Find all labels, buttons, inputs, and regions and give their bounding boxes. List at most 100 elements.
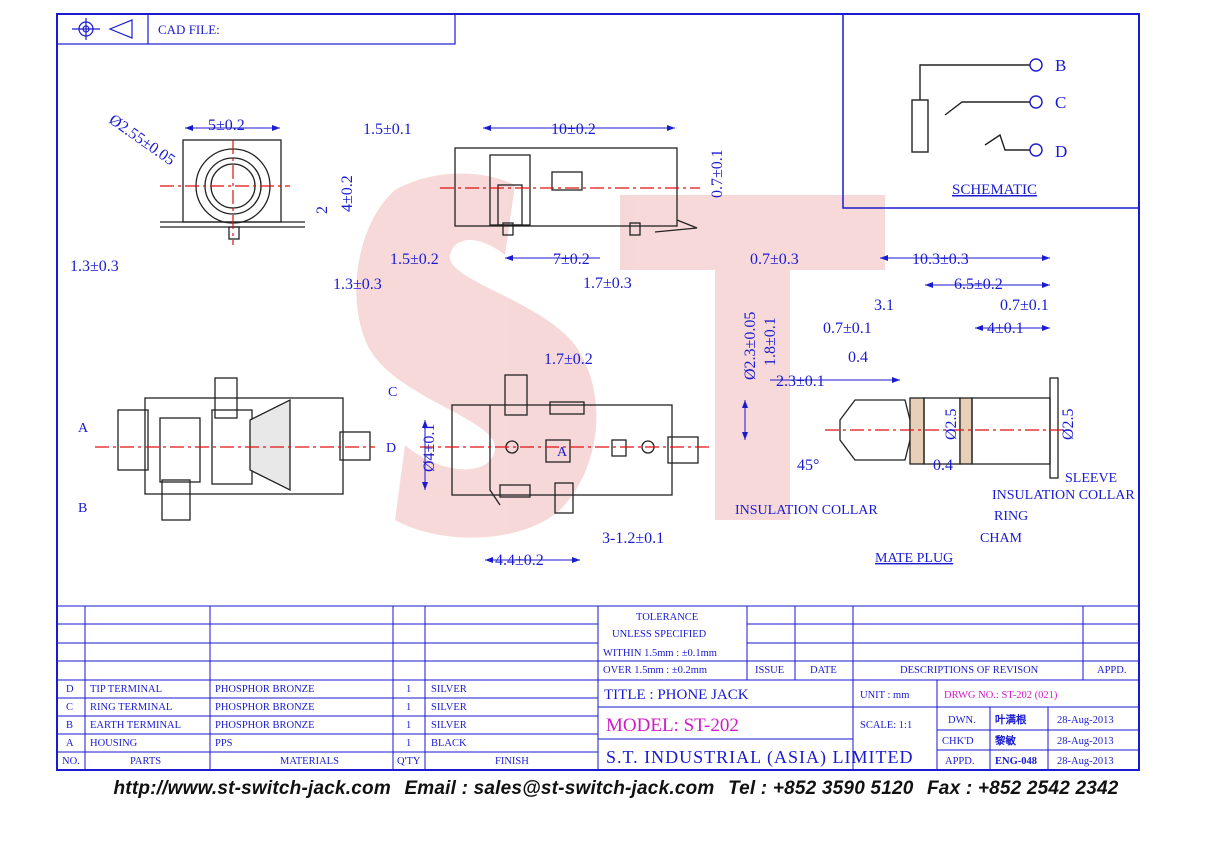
dim-text: 1.5±0.1 [363, 121, 412, 138]
svg-text:SILVER: SILVER [431, 702, 467, 713]
website-link[interactable]: http://www.st-switch-jack.com [113, 778, 391, 799]
schematic-pin-c: C [1055, 93, 1066, 112]
model-name: MODEL: ST-202 [606, 715, 739, 736]
svg-text:SCALE: 1:1: SCALE: 1:1 [860, 720, 912, 731]
dim-text: Ø2.5 [943, 408, 960, 440]
dim-text: 1.7±0.3 [583, 275, 632, 292]
dim-text: 6.5±0.2 [954, 276, 1003, 293]
svg-text:1: 1 [406, 684, 411, 695]
svg-text:28-Aug-2013: 28-Aug-2013 [1057, 736, 1114, 747]
dim-text: 0.7±0.1 [823, 320, 872, 337]
svg-text:FINISH: FINISH [495, 756, 529, 767]
dim-text: Ø2.3±0.05 [742, 312, 759, 380]
dim-text: 0.4 [848, 349, 868, 366]
dim-text: 45° [797, 457, 819, 474]
part-labels: A B C D A SLEEVE INSULATION COLLAR RING … [78, 385, 1135, 566]
dim-text: 7±0.2 [553, 251, 590, 268]
svg-text:PPS: PPS [215, 738, 233, 749]
svg-text:PHOSPHOR BRONZE: PHOSPHOR BRONZE [215, 684, 314, 695]
svg-text:PHOSPHOR BRONZE: PHOSPHOR BRONZE [215, 702, 314, 713]
svg-text:叶满根: 叶满根 [995, 713, 1027, 726]
drawing-title: TITLE : PHONE JACK [604, 687, 749, 703]
label-insulation-collar-right: INSULATION COLLAR [992, 488, 1135, 503]
label-sleeve: SLEEVE [1065, 471, 1117, 486]
box-a-label: A [557, 445, 568, 460]
dim-text: 10.3±0.3 [912, 251, 969, 268]
label-cham: CHAM [980, 531, 1023, 546]
svg-text:PHOSPHOR BRONZE: PHOSPHOR BRONZE [215, 720, 314, 731]
schematic-pin-d: D [1055, 142, 1067, 161]
svg-text:APPD.: APPD. [1097, 665, 1126, 676]
svg-text:SILVER: SILVER [431, 684, 467, 695]
label-d: D [386, 441, 396, 456]
dim-text: 3.1 [874, 297, 894, 314]
projection-symbol-icon [72, 18, 133, 40]
svg-text:UNLESS SPECIFIED: UNLESS SPECIFIED [612, 629, 707, 640]
dim-text: 1.8±0.1 [762, 317, 779, 366]
svg-text:DWN.: DWN. [948, 715, 976, 726]
dim-text: 4.4±0.2 [495, 552, 544, 569]
dim-text: Ø2.55±0.05 [106, 111, 178, 169]
schematic-title: SCHEMATIC [952, 182, 1037, 198]
svg-text:APPD.: APPD. [945, 756, 974, 767]
label-insulation-collar-left: INSULATION COLLAR [735, 503, 878, 518]
mate-plug [839, 377, 1059, 479]
drawing-number: DRWG NO.: ST-202 (021) [944, 690, 1058, 701]
svg-text:DATE: DATE [810, 665, 837, 676]
title-block-text: TOLERANCE UNLESS SPECIFIED WITHIN 1.5mm … [603, 612, 1126, 768]
dim-text: 0.7±0.3 [750, 251, 799, 268]
label-mate-plug: MATE PLUG [875, 551, 953, 566]
dim-text: 2 [314, 206, 331, 214]
dim-text: 5±0.2 [208, 117, 245, 134]
svg-text:1: 1 [406, 738, 411, 749]
st-watermark [356, 173, 885, 538]
company-name: S.T. INDUSTRIAL (ASIA) LIMITED [606, 747, 913, 768]
bom-table [56, 605, 599, 771]
svg-text:RING TERMINAL: RING TERMINAL [90, 702, 172, 713]
svg-text:Q'TY: Q'TY [397, 756, 421, 767]
dim-text: 0.7±0.1 [1000, 297, 1049, 314]
svg-text:MATERIALS: MATERIALS [280, 756, 339, 767]
title-block [597, 605, 1140, 771]
svg-text:NO.: NO. [62, 756, 80, 767]
svg-text:HOUSING: HOUSING [90, 738, 138, 749]
email-text: Email : sales@st-switch-jack.com [404, 778, 715, 799]
svg-text:B: B [66, 720, 73, 731]
svg-text:SILVER: SILVER [431, 720, 467, 731]
svg-text:28-Aug-2013: 28-Aug-2013 [1057, 756, 1114, 767]
schematic-diagram [911, 58, 1043, 157]
svg-text:1: 1 [406, 702, 411, 713]
schematic-pin-b: B [1055, 56, 1066, 75]
side-view [454, 147, 698, 236]
svg-text:UNIT : mm: UNIT : mm [860, 690, 909, 701]
dim-text: 0.7±0.1 [709, 149, 726, 198]
dim-text: 3-1.2±0.1 [602, 530, 664, 547]
fax-text: Fax : +852 2542 2342 [927, 778, 1119, 799]
label-a: A [78, 421, 89, 436]
svg-text:ENG-048: ENG-048 [995, 756, 1037, 767]
dim-text: 0.4 [933, 457, 953, 474]
label-b: B [78, 501, 87, 516]
dim-text: 1.5±0.2 [390, 251, 439, 268]
tel-text: Tel : +852 3590 5120 [727, 778, 914, 799]
svg-text:DESCRIPTIONS OF REVISON: DESCRIPTIONS OF REVISON [900, 665, 1039, 676]
label-ring: RING [994, 509, 1028, 524]
dimension-lines [185, 125, 1050, 563]
dim-text: 1.3±0.3 [333, 276, 382, 293]
svg-text:28-Aug-2013: 28-Aug-2013 [1057, 715, 1114, 726]
svg-text:PARTS: PARTS [130, 756, 161, 767]
svg-text:EARTH TERMINAL: EARTH TERMINAL [90, 720, 181, 731]
svg-text:C: C [66, 702, 73, 713]
svg-text:OVER 1.5mm : ±0.2mm: OVER 1.5mm : ±0.2mm [603, 665, 707, 676]
dim-text: 1.7±0.2 [544, 351, 593, 368]
svg-text:TIP TERMINAL: TIP TERMINAL [90, 684, 162, 695]
svg-text:TOLERANCE: TOLERANCE [636, 612, 698, 623]
label-c: C [388, 385, 397, 400]
section-view [117, 377, 371, 521]
svg-text:1: 1 [406, 720, 411, 731]
dim-text: 2.3±0.1 [776, 373, 825, 390]
dim-text: 4±0.1 [987, 320, 1024, 337]
dim-text: 4±0.2 [339, 175, 356, 212]
